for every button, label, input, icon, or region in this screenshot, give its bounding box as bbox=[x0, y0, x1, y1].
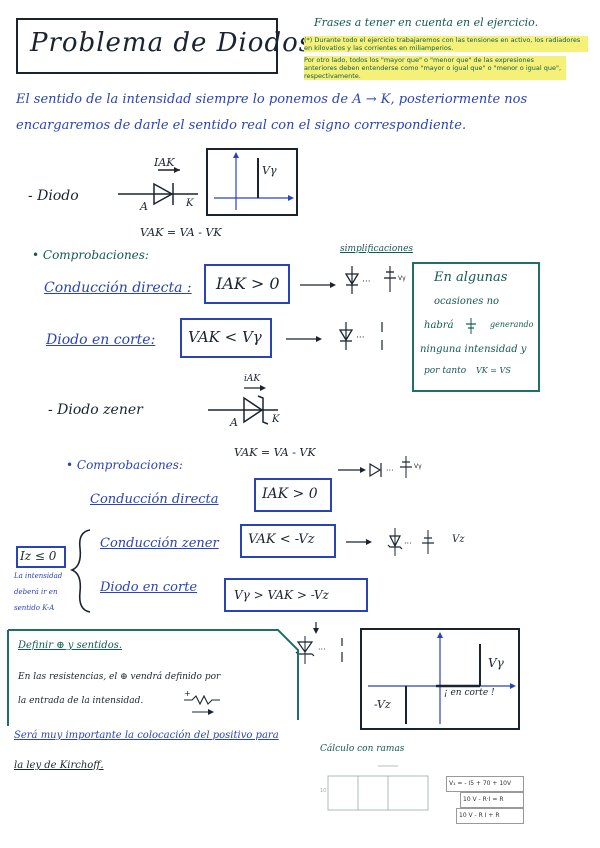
calc-eq1: V₁ = - I5 + 70 + 10V bbox=[446, 776, 524, 792]
zener-zener-cond: VAK < -Vz bbox=[248, 532, 315, 547]
page-title: Problema de Diodos bbox=[30, 28, 314, 58]
resistor-sign-icon: + bbox=[184, 689, 220, 715]
iz-cond: Iz ≤ 0 bbox=[20, 549, 57, 563]
svg-text:···: ··· bbox=[362, 277, 371, 287]
directa-label: Conducción directa : bbox=[44, 280, 192, 296]
zener-current: iAK bbox=[244, 374, 261, 384]
corte-label: Diodo en corte: bbox=[46, 332, 156, 348]
svg-text:···: ··· bbox=[356, 333, 365, 343]
zener-corte-graph-label: ¡ en corte ! bbox=[444, 688, 495, 698]
bottom-line-3: la entrada de la intensidad. bbox=[18, 696, 144, 706]
zener-corte-box bbox=[224, 578, 368, 612]
diodo-label: - Diodo bbox=[28, 188, 79, 204]
zener-corte-label: Diodo en corte bbox=[100, 580, 198, 595]
bottom-line-5: la ley de Kirchoff. bbox=[14, 760, 104, 771]
svg-text:10: 10 bbox=[320, 788, 326, 794]
simplified-diode-directa: ··· Vγ bbox=[344, 266, 406, 294]
svg-text:+: + bbox=[184, 689, 191, 698]
zener-corte-cond: Vγ > VAK > -Vz bbox=[234, 588, 329, 602]
intro-line-2: encargaremos de darle el sentido real co… bbox=[16, 118, 467, 133]
zener-zener-box bbox=[240, 524, 336, 558]
diodo-anode: A bbox=[140, 200, 148, 213]
iz-box bbox=[16, 546, 66, 568]
zener-eq: VAK = VA - VK bbox=[234, 446, 316, 459]
zener-cathode: K bbox=[272, 414, 280, 425]
simplified-diode-corte: ··· bbox=[338, 322, 383, 350]
zener-iv-graph bbox=[368, 632, 516, 724]
directa-cond-box bbox=[204, 264, 290, 304]
zener-graph-box bbox=[360, 628, 520, 730]
zener-simplified-directa: ··· Vγ bbox=[338, 456, 422, 478]
svg-text:Vγ: Vγ bbox=[414, 463, 422, 470]
calc-label: Cálculo con ramas bbox=[320, 744, 405, 754]
calc-eq3: 10 V - R I + R bbox=[456, 808, 524, 824]
zener-directa-cond: IAK > 0 bbox=[262, 486, 318, 502]
iz-note-3: sentido K-A bbox=[14, 604, 55, 612]
calc-circuit-thumbnail: 10 bbox=[320, 765, 429, 811]
diodo-current-label: IAK bbox=[154, 156, 175, 169]
calc-eq2: 10 V - R·I = R bbox=[460, 792, 524, 808]
diodo-graph-box bbox=[206, 148, 298, 216]
diodo-iv-graph bbox=[214, 152, 294, 210]
diodo-eq: VAK = VA - VK bbox=[140, 226, 222, 239]
zener-comprobaciones: • Comprobaciones: bbox=[66, 458, 183, 472]
svg-text:···: ··· bbox=[318, 645, 326, 654]
zener-zener-label: Conducción zener bbox=[100, 536, 219, 551]
intro-line-1: El sentido de la intensidad siempre lo p… bbox=[16, 92, 528, 107]
note-line-7: VK = VS bbox=[476, 366, 511, 375]
zener-anode: A bbox=[230, 416, 238, 429]
iz-note-1: La intensidad bbox=[14, 572, 63, 580]
diodo-comprobaciones: • Comprobaciones: bbox=[32, 248, 149, 262]
simplificaciones-label: simplificaciones bbox=[340, 244, 414, 254]
diodo-vgamma: Vγ bbox=[262, 164, 277, 177]
note-line-5: ninguna intensidad y bbox=[420, 344, 527, 355]
iz-note-2: deberá ir en bbox=[14, 588, 58, 596]
svg-text:···: ··· bbox=[386, 466, 394, 475]
bottom-line-2: En las resistencias, el ⊕ vendrá definid… bbox=[18, 672, 221, 682]
brace bbox=[69, 529, 91, 613]
zener-minus-vz: -Vz bbox=[374, 698, 391, 711]
note-line-4: generando bbox=[490, 320, 534, 329]
zener-simplified-corte: ··· bbox=[295, 622, 343, 664]
corte-cond-box bbox=[180, 318, 272, 358]
notes-header: Frases a tener en cuenta en el ejercicio… bbox=[314, 16, 539, 29]
directa-cond: IAK > 0 bbox=[216, 274, 280, 293]
diode-symbol bbox=[118, 167, 198, 206]
zener-vz-small: Vz bbox=[452, 534, 465, 545]
note-battery-icon bbox=[466, 318, 476, 334]
title-box bbox=[16, 18, 278, 74]
svg-text:Vγ: Vγ bbox=[398, 275, 406, 282]
note-box bbox=[412, 262, 540, 392]
note-bullet-2: Por otro lado, todos los "mayor que" o "… bbox=[304, 56, 566, 80]
zener-vgamma: Vγ bbox=[488, 656, 504, 670]
note-line-2: ocasiones no bbox=[434, 296, 500, 307]
zener-directa-label: Conducción directa bbox=[90, 492, 219, 507]
svg-text:···: ··· bbox=[404, 539, 412, 548]
note-line-1: En algunas bbox=[434, 270, 508, 285]
diodo-cathode: K bbox=[186, 198, 194, 209]
zener-simplified-zener: ··· bbox=[346, 528, 434, 556]
corte-cond: VAK < Vγ bbox=[188, 328, 262, 346]
zener-label: - Diodo zener bbox=[48, 402, 143, 418]
zener-symbol bbox=[208, 385, 278, 425]
arrow-to-simplification-1 bbox=[300, 282, 336, 288]
bottom-line-4: Será muy importante la colocación del po… bbox=[14, 730, 279, 741]
bottom-line-1: Definir ⊕ y sentidos. bbox=[18, 640, 123, 651]
arrow-to-simplification-2 bbox=[286, 336, 322, 342]
note-line-6: por tanto bbox=[424, 366, 467, 376]
note-bullet-1: (*) Durante todo el ejercicio trabajarem… bbox=[304, 36, 588, 52]
zener-directa-box bbox=[254, 478, 332, 512]
note-line-3: habrá bbox=[424, 320, 454, 331]
bottom-note-frame bbox=[7, 629, 299, 726]
